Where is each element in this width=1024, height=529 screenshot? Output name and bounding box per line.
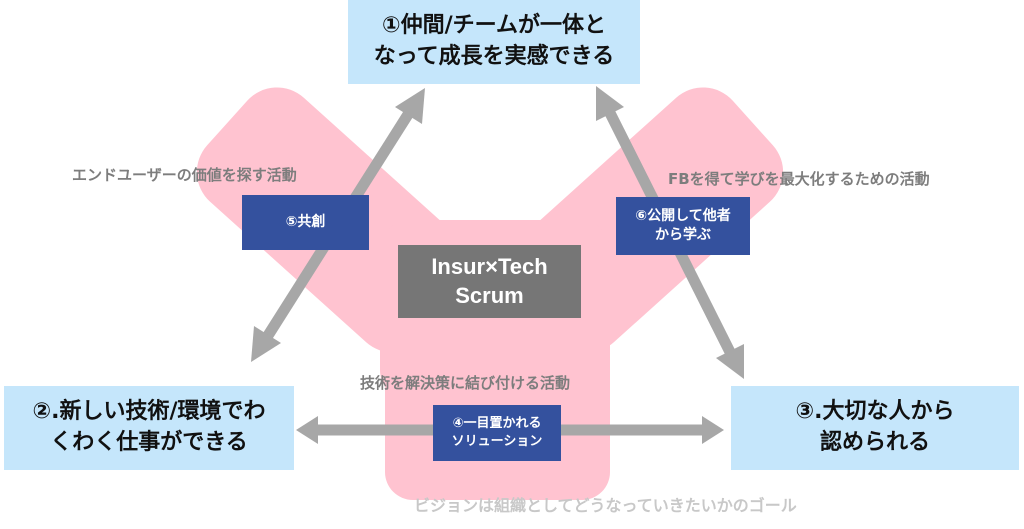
goal-left: ②.新しい技術/環境でわ くわく仕事ができる: [4, 386, 294, 470]
label-bottom-edge: 技術を解決策に結び付ける活動: [360, 374, 571, 392]
goal-top-line2: なって成長を実感できる: [373, 44, 615, 69]
activity-publish: ⑥公開して他者 から学ぶ: [616, 197, 750, 255]
goal-left-line1: ②.新しい技術/環境でわ: [32, 399, 266, 425]
goal-top: ①仲間/チームが一体と なって成長を実感できる: [348, 0, 640, 84]
activity-solution: ④一目置かれる ソリューション: [433, 405, 561, 461]
label-vision: ビジョンは組織としてどうなっていきたいかのゴール: [414, 496, 797, 515]
activity-cocreation: ⑤共創: [242, 195, 369, 250]
activity-solution-line2: ソリューション: [451, 434, 543, 449]
goal-right-line1: ③.大切な人から: [795, 399, 955, 425]
activity-solution-line1: ④一目置かれる: [452, 416, 542, 432]
goal-right-line2: 認められる: [819, 430, 930, 455]
goal-left-line2: くわく仕事ができる: [50, 430, 248, 455]
label-left-edge: エンドユーザーの価値を探す活動: [72, 166, 297, 184]
goal-top-line1: ①仲間/チームが一体と: [381, 13, 606, 39]
activity-publish-line2: から学ぶ: [655, 227, 711, 243]
center-line1: Insur×Tech: [431, 253, 548, 279]
goal-right: ③.大切な人から 認められる: [731, 386, 1019, 470]
activity-publish-line1: ⑥公開して他者: [635, 208, 731, 225]
center-line2: Scrum: [455, 282, 524, 308]
activity-cocreation-label: ⑤共創: [285, 214, 326, 231]
center-box: Insur×Tech Scrum: [398, 245, 581, 318]
label-right-edge: FBを得て学びを最大化するための活動: [668, 170, 930, 188]
